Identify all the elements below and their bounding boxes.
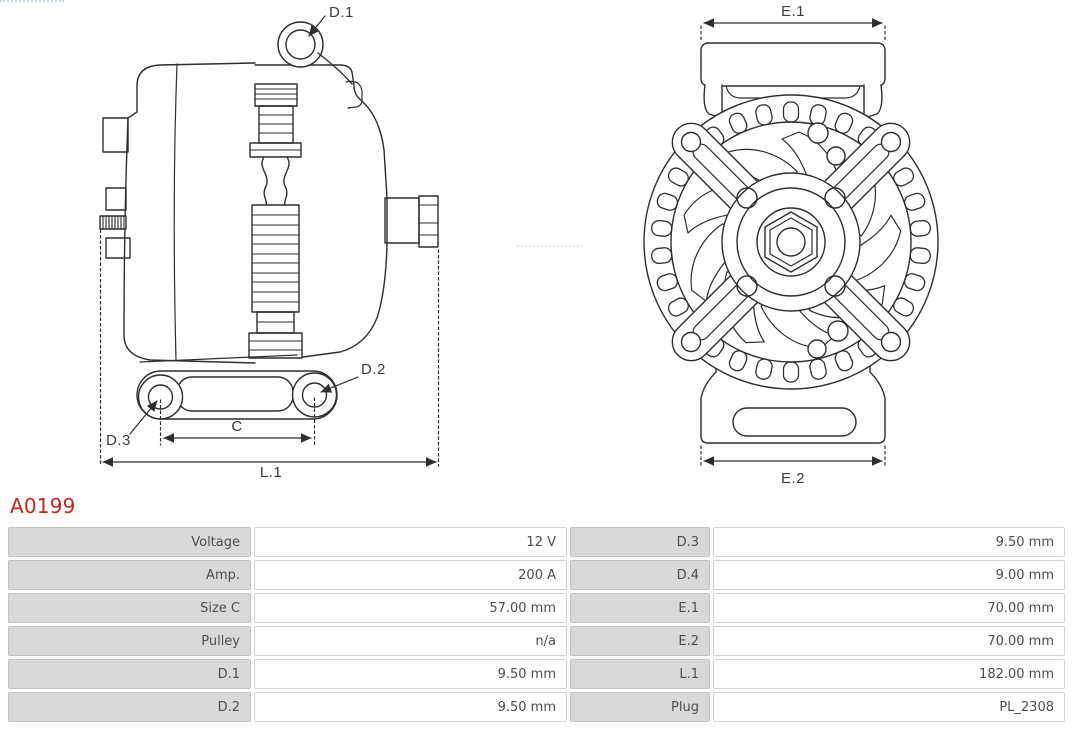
d3-leader xyxy=(129,400,158,435)
dim-label-c: C xyxy=(231,418,242,435)
alternator-side-view: D.1 D.2 D.3 C L.1 xyxy=(99,4,440,481)
dim-label-l1: L.1 xyxy=(260,464,282,481)
spec-row: Amp. 200 A D.4 9.00 mm xyxy=(8,560,1065,590)
d1-leader xyxy=(308,15,326,37)
spec-label: D.1 xyxy=(8,659,251,689)
pulley xyxy=(248,83,303,359)
hatched-mount-face xyxy=(99,215,127,230)
dim-label-d3: D.3 xyxy=(106,432,131,449)
hex-nut xyxy=(764,211,818,273)
alternator-front-view: E.1 E.2 xyxy=(643,3,939,487)
spec-value: 57.00 mm xyxy=(254,593,567,623)
spec-row: D.1 9.50 mm L.1 182.00 mm xyxy=(8,659,1065,689)
mounting-lugs xyxy=(136,354,338,420)
connector-plug xyxy=(384,195,439,248)
dim-e2 xyxy=(700,445,886,469)
spec-row: Size C 57.00 mm E.1 70.00 mm xyxy=(8,593,1065,623)
spec-label: Amp. xyxy=(8,560,251,590)
spec-value: 12 V xyxy=(254,527,567,557)
spec-label: Pulley xyxy=(8,626,251,656)
dim-label-e1: E.1 xyxy=(781,3,805,20)
spec-label: D.3 xyxy=(570,527,710,557)
spec-value: 70.00 mm xyxy=(713,626,1065,656)
spec-value: 200 A xyxy=(254,560,567,590)
d1-hole xyxy=(277,21,353,85)
spec-table: Voltage 12 V D.3 9.50 mm Amp. 200 A D.4 … xyxy=(8,527,1065,725)
spec-label: Voltage xyxy=(8,527,251,557)
stator-face-circle xyxy=(670,121,912,363)
selection-artifact xyxy=(0,0,64,2)
spec-label: D.4 xyxy=(570,560,710,590)
spec-value: 9.50 mm xyxy=(713,527,1065,557)
spec-label: E.1 xyxy=(570,593,710,623)
dim-e1 xyxy=(700,18,886,43)
spec-label: E.2 xyxy=(570,626,710,656)
spec-value: 182.00 mm xyxy=(713,659,1065,689)
d2-leader xyxy=(320,376,359,393)
spec-value: 70.00 mm xyxy=(713,593,1065,623)
hub xyxy=(721,172,861,312)
dim-c xyxy=(159,397,316,446)
spec-value: PL_2308 xyxy=(713,692,1065,722)
dim-label-d2: D.2 xyxy=(361,361,386,378)
l1-extension-lines xyxy=(99,229,440,467)
spec-value: 9.00 mm xyxy=(713,560,1065,590)
spec-value: n/a xyxy=(254,626,567,656)
technical-drawings: D.1 D.2 D.3 C L.1 xyxy=(99,3,939,487)
alternator-drawing-svg: D.1 D.2 D.3 C L.1 xyxy=(99,3,939,487)
spec-value: 9.50 mm xyxy=(254,659,567,689)
dim-label-d1: D.1 xyxy=(329,4,354,21)
bolt-holes xyxy=(807,122,849,359)
spec-label: Plug xyxy=(570,692,710,722)
spec-value: 9.50 mm xyxy=(254,692,567,722)
spec-label: Size C xyxy=(8,593,251,623)
spec-row: D.2 9.50 mm Plug PL_2308 xyxy=(8,692,1065,722)
spec-label: D.2 xyxy=(8,692,251,722)
dim-label-e2: E.2 xyxy=(781,470,805,487)
part-number-heading: A0199 xyxy=(10,494,76,518)
spec-row: Pulley n/a E.2 70.00 mm xyxy=(8,626,1065,656)
spec-label: L.1 xyxy=(570,659,710,689)
spec-row: Voltage 12 V D.3 9.50 mm xyxy=(8,527,1065,557)
top-bracket xyxy=(700,42,886,119)
